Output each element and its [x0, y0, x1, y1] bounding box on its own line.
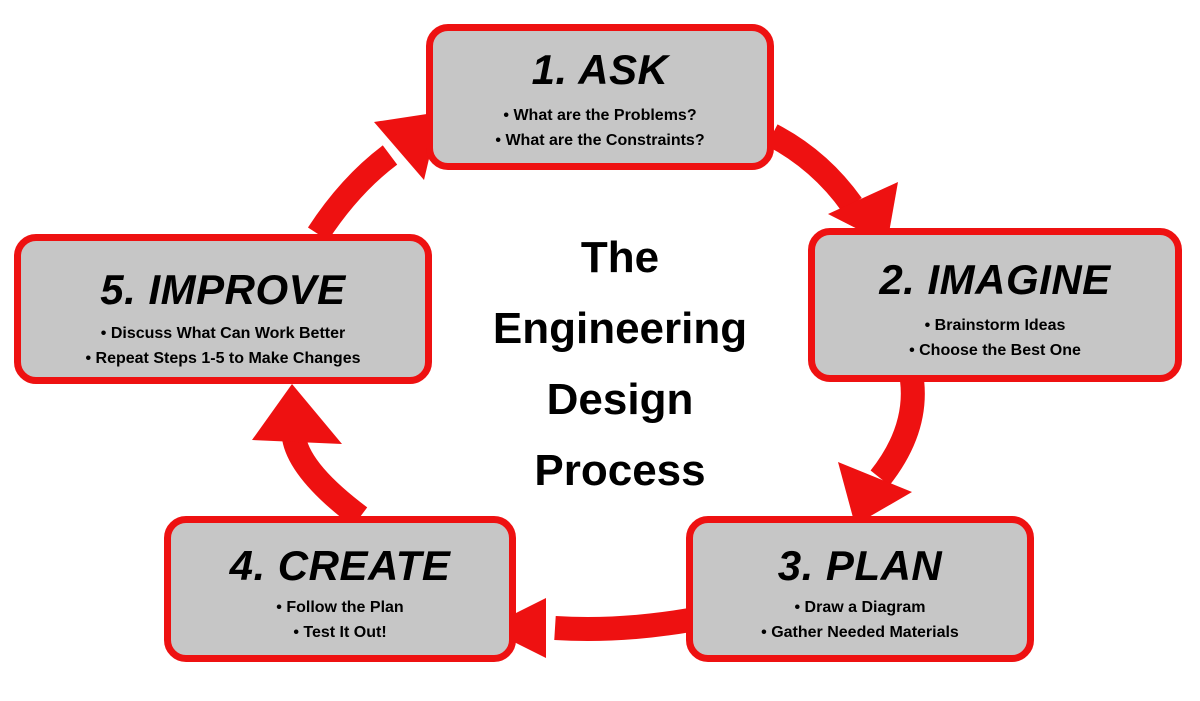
step-create-bullet: Test It Out!: [171, 620, 509, 645]
arrow-plan-to-create-head: [486, 598, 546, 658]
arrow-ask-to-imagine-shaft: [766, 124, 862, 213]
diagram-title-line: The: [580, 233, 660, 282]
step-ask-bullet: What are the Constraints?: [433, 128, 767, 153]
arrow-improve-to-ask-shaft: [307, 145, 398, 241]
step-plan-title: 3. PLAN: [777, 542, 943, 589]
step-improve-box: 5. IMPROVE Discuss What Can Work Better …: [14, 234, 432, 384]
step-imagine-bullet: Choose the Best One: [815, 338, 1175, 363]
step-ask-box: 1. ASK What are the Problems? What are t…: [426, 24, 774, 170]
step-create-bullet: Follow the Plan: [171, 595, 509, 620]
arrow-create-to-improve-head: [252, 384, 342, 444]
step-create-box: 4. CREATE Follow the Plan Test It Out!: [164, 516, 516, 662]
step-imagine-bullet: Brainstorm Ideas: [815, 313, 1175, 338]
diagram-title-line: Process: [534, 446, 706, 495]
diagram-title-line: Engineering: [492, 304, 748, 353]
step-create-title: 4. CREATE: [229, 542, 451, 589]
step-ask-bullet: What are the Problems?: [433, 103, 767, 128]
step-plan-box: 3. PLAN Draw a Diagram Gather Needed Mat…: [686, 516, 1034, 662]
step-improve-title: 5. IMPROVE: [100, 266, 346, 313]
step-imagine-box: 2. IMAGINE Brainstorm Ideas Choose the B…: [808, 228, 1182, 382]
arrow-imagine-to-plan-shaft: [870, 378, 925, 486]
arrow-imagine-to-plan-head: [838, 462, 912, 525]
arrow-improve-to-ask-head: [374, 112, 440, 180]
step-improve-bullet: Repeat Steps 1-5 to Make Changes: [21, 346, 425, 371]
arrow-plan-to-create-shaft: [554, 608, 693, 641]
step-plan-bullet: Gather Needed Materials: [693, 620, 1027, 645]
diagram-title: The Engineering Design Process: [440, 222, 800, 506]
step-ask-title: 1. ASK: [531, 46, 669, 93]
arrow-create-to-improve-shaft: [282, 435, 368, 527]
step-imagine-title: 2. IMAGINE: [879, 256, 1111, 303]
step-plan-bullet: Draw a Diagram: [693, 595, 1027, 620]
step-improve-bullet: Discuss What Can Work Better: [21, 321, 425, 346]
diagram-title-line: Design: [546, 375, 694, 424]
